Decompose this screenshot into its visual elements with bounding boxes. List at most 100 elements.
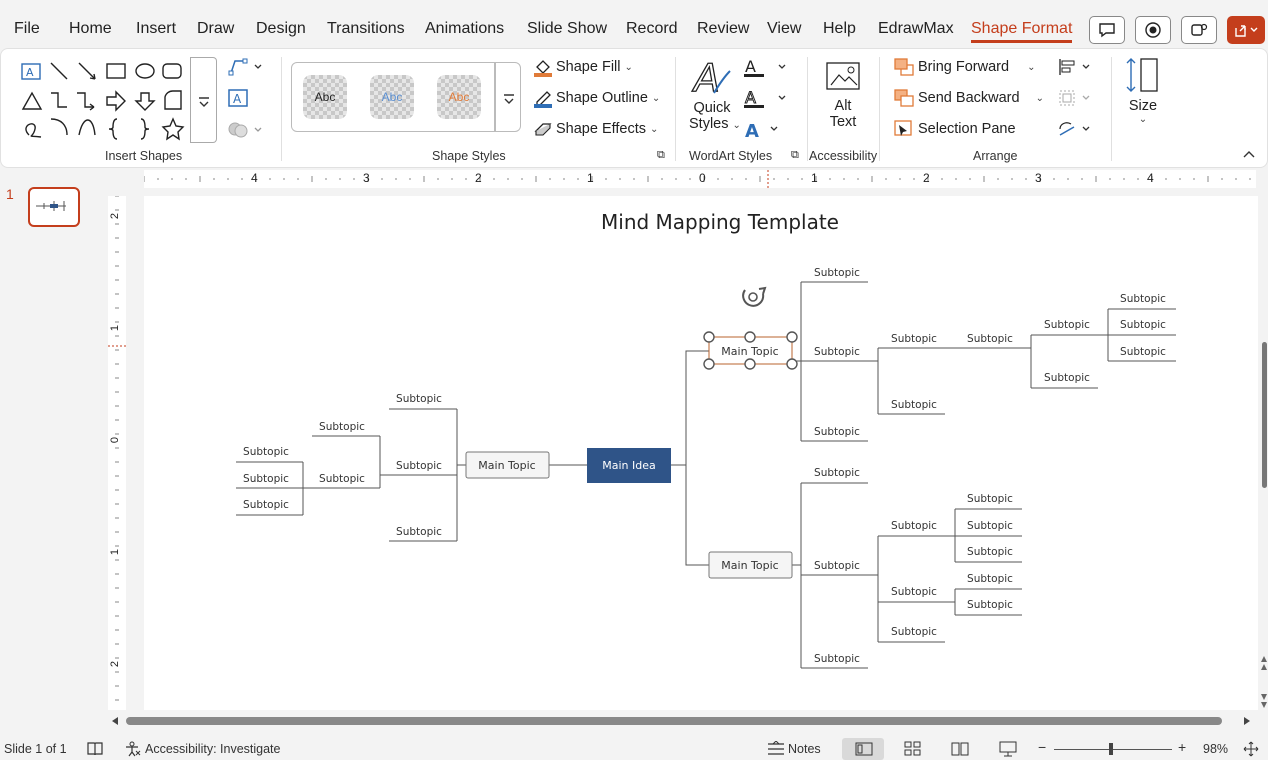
subtopic[interactable]: Subtopic (396, 460, 442, 472)
text-fill-button[interactable]: A (743, 57, 793, 82)
subtopic[interactable]: Subtopic (814, 560, 860, 572)
main-idea-node[interactable] (587, 448, 671, 483)
reading-view-icon[interactable] (951, 741, 969, 757)
subtopic[interactable]: Subtopic (967, 333, 1013, 345)
scroll-left-icon[interactable] (110, 716, 120, 726)
subtopic[interactable]: Subtopic (396, 526, 442, 538)
merge-shapes-button[interactable] (227, 119, 267, 142)
subtopic[interactable]: Subtopic (396, 393, 442, 405)
subtopic[interactable]: Subtopic (967, 573, 1013, 585)
tab-transitions[interactable]: Transitions (327, 20, 405, 37)
subtopic[interactable]: Subtopic (243, 499, 289, 511)
share-button[interactable] (1227, 16, 1265, 44)
dialog-launcher-icon[interactable]: ⧉ (791, 149, 799, 161)
send-backward-button[interactable]: Send Backward ⌄ (893, 88, 1044, 108)
subtopic[interactable]: Subtopic (967, 520, 1013, 532)
book-check-icon[interactable] (86, 741, 104, 757)
subtopic[interactable]: Subtopic (814, 426, 860, 438)
tab-file[interactable]: File (14, 20, 40, 37)
edit-shape-button[interactable] (227, 57, 267, 80)
subtopic[interactable]: Subtopic (1120, 346, 1166, 358)
slide-sorter-icon[interactable] (904, 741, 922, 757)
tab-record[interactable]: Record (626, 20, 678, 37)
tab-edrawmax[interactable]: EdrawMax (878, 20, 954, 37)
zoom-level[interactable]: 98% (1203, 742, 1229, 756)
scroll-right-icon[interactable] (1242, 716, 1252, 726)
tab-draw[interactable]: Draw (197, 20, 235, 37)
tab-review[interactable]: Review (697, 20, 750, 37)
record-button[interactable] (1135, 16, 1171, 44)
tab-design[interactable]: Design (256, 20, 306, 37)
subtopic[interactable]: Subtopic (1120, 293, 1166, 305)
subtopic[interactable]: Subtopic (814, 267, 860, 279)
text-effects-button[interactable]: A (743, 119, 793, 144)
subtopic[interactable]: Subtopic (243, 446, 289, 458)
subtopic[interactable]: Subtopic (891, 586, 937, 598)
zoom-out-button[interactable]: − (1038, 739, 1047, 755)
subtopic[interactable]: Subtopic (891, 399, 937, 411)
normal-view-button[interactable] (842, 738, 884, 760)
subtopic[interactable]: Subtopic (243, 473, 289, 485)
collapse-ribbon-button[interactable] (1241, 147, 1257, 163)
rotate-handle-icon[interactable] (742, 286, 767, 307)
subtopic[interactable]: Subtopic (1120, 319, 1166, 331)
horizontal-scroll-thumb[interactable] (126, 717, 1222, 725)
selection-pane-button[interactable]: Selection Pane (893, 119, 1016, 139)
tab-slide-show[interactable]: Slide Show (527, 20, 608, 37)
subtopic[interactable]: Subtopic (814, 346, 860, 358)
slide-thumbnail-1[interactable] (28, 187, 80, 227)
subtopic[interactable]: Subtopic (814, 467, 860, 479)
subtopic[interactable]: Subtopic (967, 546, 1013, 558)
quick-styles-button[interactable]: A Quick Styles ⌄ (689, 55, 741, 141)
tab-shape-format[interactable]: Shape Format (971, 20, 1073, 37)
shape-style-preset-3[interactable]: Abc (437, 75, 481, 119)
fit-to-window-icon[interactable] (1242, 741, 1260, 757)
group-objects-button[interactable] (1057, 88, 1097, 111)
slide-show-icon[interactable] (999, 741, 1017, 757)
slide-navigation-icons[interactable] (1259, 654, 1268, 710)
align-button[interactable] (1057, 57, 1097, 80)
shapes-gallery-more-button[interactable] (191, 57, 217, 143)
vertical-scrollbar[interactable] (1258, 196, 1268, 710)
slide-title[interactable]: Mind Mapping Template (601, 210, 839, 234)
notes-icon[interactable] (766, 741, 786, 757)
shapes-gallery[interactable]: A (15, 57, 191, 143)
alt-text-button[interactable]: Alt Text (821, 59, 865, 130)
shape-style-preset-2[interactable]: Abc (370, 75, 414, 119)
size-button[interactable]: Size ⌄ (1121, 55, 1165, 125)
shape-styles-more-button[interactable] (495, 62, 521, 132)
subtopic[interactable]: Subtopic (891, 520, 937, 532)
main-topic-left[interactable] (465, 451, 550, 479)
horizontal-scrollbar[interactable] (108, 712, 1258, 730)
subtopic[interactable]: Subtopic (967, 493, 1013, 505)
tab-home[interactable]: Home (69, 20, 112, 37)
shape-fill-button[interactable]: Shape Fill ⌄ (533, 57, 633, 77)
tab-animations[interactable]: Animations (425, 20, 505, 37)
teams-button[interactable] (1181, 16, 1217, 44)
draw-text-box-button[interactable]: A (227, 88, 249, 111)
tab-view[interactable]: View (767, 20, 802, 37)
dialog-launcher-icon[interactable]: ⧉ (657, 149, 665, 161)
shape-effects-button[interactable]: Shape Effects ⌄ (533, 119, 658, 139)
subtopic[interactable]: Subtopic (1044, 319, 1090, 331)
subtopic[interactable]: Subtopic (319, 473, 365, 485)
zoom-in-button[interactable]: + (1178, 739, 1187, 755)
tab-help[interactable]: Help (823, 20, 856, 37)
rotate-button[interactable] (1057, 119, 1097, 142)
vertical-scroll-thumb[interactable] (1262, 342, 1267, 488)
selection-handles[interactable] (703, 331, 798, 370)
comments-button[interactable] (1089, 16, 1125, 44)
bring-forward-button[interactable]: Bring Forward ⌄ (893, 57, 1035, 77)
accessibility-status[interactable]: Accessibility: Investigate (145, 742, 281, 756)
tab-insert[interactable]: Insert (136, 20, 177, 37)
slide-canvas[interactable]: Mind Mapping Template (144, 196, 1258, 710)
zoom-slider-track[interactable] (1054, 749, 1172, 750)
notes-button[interactable]: Notes (788, 742, 821, 756)
subtopic[interactable]: Subtopic (1044, 372, 1090, 384)
subtopic[interactable]: Subtopic (891, 626, 937, 638)
subtopic[interactable]: Subtopic (967, 599, 1013, 611)
shape-outline-button[interactable]: Shape Outline ⌄ (533, 88, 660, 108)
subtopic[interactable]: Subtopic (319, 421, 365, 433)
subtopic[interactable]: Subtopic (891, 333, 937, 345)
zoom-slider-thumb[interactable] (1109, 743, 1113, 755)
